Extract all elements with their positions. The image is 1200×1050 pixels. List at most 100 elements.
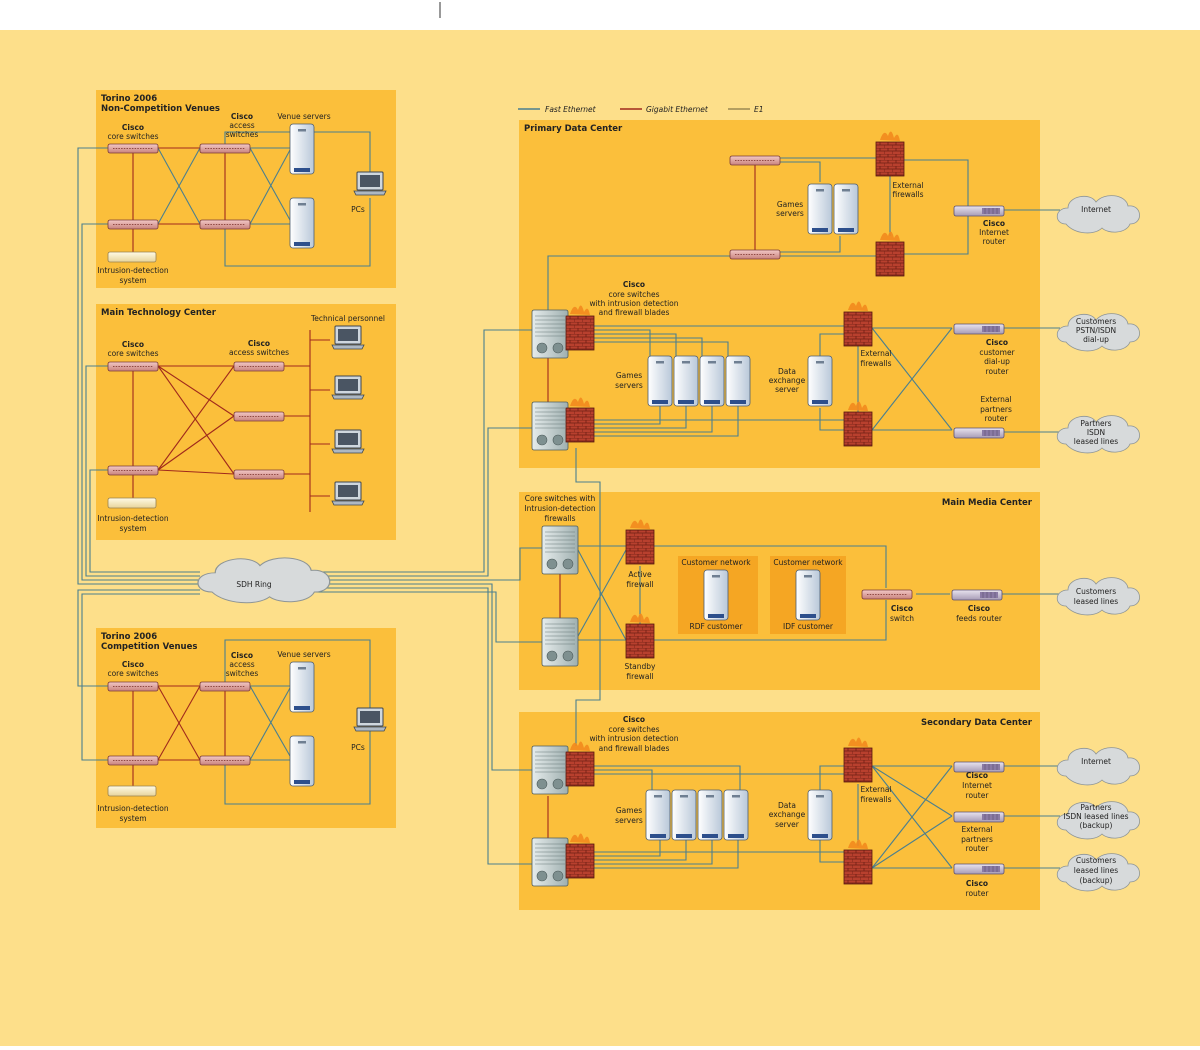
sdc-data-exchange-server <box>807 789 833 841</box>
sdc-partners-cloud-label-2: ISDN leased lines <box>1063 812 1128 821</box>
sdc-data-exchange-label-1: Data <box>778 801 796 810</box>
cv-title-1: Torino 2006 <box>101 632 157 642</box>
sdc-internet-label: Internet <box>1081 757 1111 766</box>
mt-ids-label-2: system <box>119 524 146 533</box>
legend-fast-ethernet: Fast Ethernet <box>545 105 597 114</box>
cv-access-label-bold: Cisco <box>231 651 253 660</box>
pdc-games-server-top-2 <box>833 183 859 235</box>
sdc-games-server-4 <box>723 789 749 841</box>
pdc-inet-router-label-2: Internet <box>979 228 1009 237</box>
cv-core-label-bold: Cisco <box>122 660 144 669</box>
mmc-core-chassis-1 <box>541 525 579 575</box>
sdc-core-label-bold: Cisco <box>623 715 645 724</box>
mmc-active-label-1: Active <box>628 570 652 579</box>
sdc-partners-cloud-label-1: Partners <box>1080 803 1111 812</box>
mmc-cloud-label-2: leased lines <box>1074 597 1118 606</box>
sdc-partners-router-label-1: External <box>961 825 992 834</box>
pdc-pstn-cloud-label-3: dial-up <box>1083 335 1109 344</box>
sdc-router-label-bold: Cisco <box>966 879 988 888</box>
mt-ids-label-1: Intrusion-detection <box>97 514 168 523</box>
cv-core-label: core switches <box>107 669 158 678</box>
sdc-partners-cloud-label-3: (backup) <box>1080 821 1113 830</box>
cv-venue-server-2 <box>289 735 315 787</box>
mmc-feeds-router <box>951 589 1003 601</box>
mmc-switch-label-2: switch <box>890 614 914 623</box>
nc-access-label-2: access <box>229 121 254 130</box>
pdc-ext-fw-label-2: firewalls <box>860 359 891 368</box>
links <box>77 131 1060 869</box>
sdc-partners-router <box>953 811 1005 823</box>
cv-pc-laptop-icon <box>353 707 387 732</box>
sdc-router-label-2: router <box>966 889 990 898</box>
nc-core-label-bold: Cisco <box>122 123 144 132</box>
pdc-pstn-cloud-label-2: PSTN/ISDN <box>1076 326 1116 335</box>
mt-access-label-bold: Cisco <box>248 339 270 348</box>
sdc-games-server-1 <box>645 789 671 841</box>
cv-ids-label-2: system <box>119 814 146 823</box>
sdc-customers-cloud-label-1: Customers <box>1076 856 1116 865</box>
pdc-partners-router-label-2: partners <box>980 405 1012 414</box>
nc-access-label-bold: Cisco <box>231 112 253 121</box>
mt-core-label-bold: Cisco <box>122 340 144 349</box>
nc-venue-server-1 <box>289 123 315 175</box>
cv-ids <box>107 785 157 797</box>
sdc-cisco-router <box>953 863 1005 875</box>
pdc-data-exchange-server <box>807 355 833 407</box>
sdc-inet-router-label-3: router <box>966 791 990 800</box>
pdc-core-chassis-1 <box>531 309 569 359</box>
mmc-feeds-label-bold: Cisco <box>968 604 990 613</box>
mmc-core-chassis-2 <box>541 617 579 667</box>
mmc-standby-label-2: firewall <box>626 672 653 681</box>
mt-tech-personnel-label: Technical personnel <box>310 314 385 323</box>
legend-e1: E1 <box>754 105 764 114</box>
pdc-cust-router-label-bold: Cisco <box>986 338 1008 347</box>
mmc-core-label-1: Core switches with <box>525 494 596 503</box>
mt-title: Main Technology Center <box>101 308 217 318</box>
pdc-games-server-2 <box>673 355 699 407</box>
pdc-games-server-top-1 <box>807 183 833 235</box>
sdh-ring-label: SDH Ring <box>236 580 272 589</box>
pdc-games-server-3 <box>699 355 725 407</box>
nc-ids-label-1: Intrusion-detection <box>97 266 168 275</box>
sdc-data-exchange-label-3: server <box>775 820 800 829</box>
pdc-internet-label: Internet <box>1081 205 1111 214</box>
mmc-rdf-server <box>703 569 729 621</box>
mmc-idf-server <box>795 569 821 621</box>
mmc-rdf-label: RDF customer <box>689 622 743 631</box>
mmc-rdf-net-label: Customer network <box>681 558 751 567</box>
pdc-core-label-bold: Cisco <box>623 280 645 289</box>
sdc-games-servers-label-2: servers <box>615 816 643 825</box>
legend-gigabit-ethernet: Gigabit Ethernet <box>646 105 709 114</box>
nc-core-label: core switches <box>107 132 158 141</box>
cv-pcs-label: PCs <box>351 743 365 752</box>
cv-venue-server-1 <box>289 661 315 713</box>
pdc-inet-router-label-bold: Cisco <box>983 219 1005 228</box>
mt-access-switch-2 <box>233 411 285 422</box>
mmc-active-label-2: firewall <box>626 580 653 589</box>
pdc-partners-cloud-label-3: leased lines <box>1074 437 1118 446</box>
pdc-games-servers-label-2: servers <box>615 381 643 390</box>
mmc-core-label-2: Intrusion-detection <box>524 504 595 513</box>
sdc-partners-router-label-2: partners <box>961 835 993 844</box>
pdc-games-servers-label-1: Games <box>616 371 642 380</box>
cv-core-switch-2 <box>107 755 159 766</box>
mt-core-switch-2 <box>107 465 159 476</box>
pdc-data-exchange-label-2: exchange <box>769 376 806 385</box>
panel-secondary-data-center <box>519 712 1040 910</box>
mmc-feeds-label-2: feeds router <box>956 614 1003 623</box>
sdc-core-label-2: core switches <box>608 725 659 734</box>
pdc-title: Primary Data Center <box>524 124 623 134</box>
nc-ids-label-2: system <box>119 276 146 285</box>
pdc-ext-fw-top-label-2: firewalls <box>892 190 923 199</box>
cv-venue-servers-label: Venue servers <box>277 650 330 659</box>
pdc-core-chassis-2 <box>531 401 569 451</box>
mt-laptop-icon-2 <box>331 375 365 400</box>
pdc-switch-top-2 <box>729 249 781 260</box>
sdc-core-label-3: with intrusion detection <box>589 734 678 743</box>
pdc-partners-cloud-label-1: Partners <box>1080 419 1111 428</box>
pdc-partners-router <box>953 427 1005 439</box>
pdc-ext-fw-top-label-1: External <box>892 181 923 190</box>
nc-core-switch-2 <box>107 219 159 230</box>
